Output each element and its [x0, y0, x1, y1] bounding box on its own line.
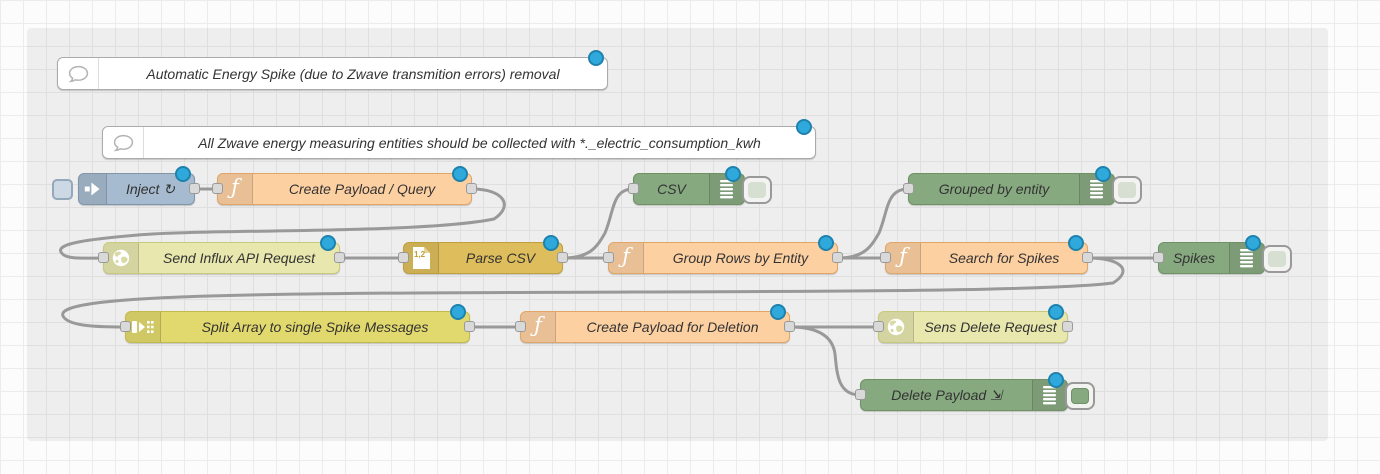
node-send-influx-api-request[interactable]: Send Influx API Request: [98, 235, 345, 274]
node-sens-delete-request[interactable]: Sens Delete Request: [873, 304, 1073, 343]
node-label: Spikes: [1172, 250, 1216, 266]
node-group-rows-by-entity[interactable]: ƒ Group Rows by Entity: [603, 235, 843, 274]
flow-group-region[interactable]: [27, 28, 1328, 441]
node-search-for-spikes[interactable]: ƒ Search for Spikes: [880, 235, 1093, 274]
output-port[interactable]: [557, 252, 568, 263]
modified-indicator: [1245, 235, 1261, 251]
input-port[interactable]: [628, 183, 639, 194]
comment-node-zwave-entities[interactable]: All Zwave energy measuring entities shou…: [102, 119, 816, 159]
node-split-array[interactable]: Split Array to single Spike Messages: [120, 304, 475, 343]
modified-indicator: [543, 235, 559, 251]
output-port[interactable]: [464, 321, 475, 332]
modified-indicator: [1095, 166, 1111, 182]
comment-node-energy-spike-removal[interactable]: Automatic Energy Spike (due to Zwave tra…: [57, 50, 608, 90]
input-port[interactable]: [398, 252, 409, 263]
node-label: Create Payload for Deletion: [586, 319, 759, 335]
modified-indicator: [1068, 235, 1084, 251]
inject-arrow-icon: [79, 174, 107, 204]
wire-group-rows-to-grouped-debug[interactable]: [836, 187, 910, 260]
function-f-icon: ƒ: [218, 174, 253, 204]
output-port[interactable]: [832, 252, 843, 263]
node-label: Delete Payload ⇲: [891, 386, 1002, 403]
input-port[interactable]: [603, 252, 614, 263]
wire-create-payload-query-to-send-influx[interactable]: [59, 187, 506, 260]
modified-indicator: [320, 235, 336, 251]
speech-bubble-icon: [58, 58, 99, 89]
debug-toggle-button[interactable]: [1112, 176, 1142, 204]
node-label: CSV: [657, 181, 686, 197]
modified-indicator: [770, 304, 786, 320]
modified-indicator: [452, 166, 468, 182]
input-port[interactable]: [873, 321, 884, 332]
node-label: Sens Delete Request: [924, 319, 1057, 335]
output-port[interactable]: [334, 252, 345, 263]
output-port[interactable]: [1062, 321, 1073, 332]
node-label: Create Payload / Query: [288, 181, 436, 197]
node-label: Parse CSV: [465, 250, 536, 266]
debug-toggle-button[interactable]: [1065, 382, 1095, 410]
csv-file-icon: 1,2: [404, 243, 439, 273]
comment-label: Automatic Energy Spike (due to Zwave tra…: [146, 65, 560, 82]
globe-icon: [104, 243, 139, 273]
input-port[interactable]: [903, 183, 914, 194]
wire-create-payload-deletion-to-delete-payload[interactable]: [788, 325, 862, 397]
modified-indicator: [588, 50, 604, 66]
input-port[interactable]: [855, 389, 866, 400]
node-create-payload-query[interactable]: ƒ Create Payload / Query: [212, 166, 477, 205]
modified-indicator: [450, 304, 466, 320]
svg-text:1,2: 1,2: [414, 250, 426, 259]
node-label: Grouped by entity: [938, 181, 1050, 197]
modified-indicator: [796, 119, 812, 135]
output-port[interactable]: [784, 321, 795, 332]
wire-parse-csv-to-csv-debug[interactable]: [561, 187, 635, 260]
speech-bubble-icon: [103, 127, 144, 158]
input-port[interactable]: [120, 321, 131, 332]
inject-trigger-button[interactable]: [52, 179, 73, 200]
wire-search-spikes-to-split-array[interactable]: [61, 256, 1125, 329]
function-f-icon: ƒ: [609, 243, 644, 273]
function-f-icon: ƒ: [521, 312, 556, 342]
output-port[interactable]: [189, 183, 200, 194]
modified-indicator: [175, 166, 191, 182]
node-label: Group Rows by Entity: [672, 250, 809, 266]
input-port[interactable]: [515, 321, 526, 332]
node-parse-csv[interactable]: 1,2 Parse CSV: [398, 235, 568, 274]
node-csv-debug[interactable]: CSV: [628, 166, 772, 205]
node-label: Search for Spikes: [948, 250, 1060, 266]
comment-label: All Zwave energy measuring entities shou…: [198, 134, 761, 151]
output-port[interactable]: [466, 183, 477, 194]
node-label: Split Array to single Spike Messages: [201, 319, 429, 335]
node-delete-payload-debug[interactable]: Delete Payload ⇲: [855, 372, 1095, 411]
node-spikes-debug[interactable]: Spikes: [1153, 235, 1292, 274]
debug-toggle-button[interactable]: [1262, 245, 1292, 273]
split-icon: [126, 312, 161, 342]
debug-toggle-button[interactable]: [742, 176, 772, 204]
node-inject[interactable]: Inject ↻: [78, 166, 200, 205]
modified-indicator: [818, 235, 834, 251]
node-grouped-by-entity-debug[interactable]: Grouped by entity: [903, 166, 1142, 205]
node-label: Send Influx API Request: [162, 250, 316, 266]
globe-icon: [879, 312, 914, 342]
output-port[interactable]: [1082, 252, 1093, 263]
input-port[interactable]: [1153, 252, 1164, 263]
input-port[interactable]: [880, 252, 891, 263]
modified-indicator: [1048, 304, 1064, 320]
modified-indicator: [1048, 372, 1064, 388]
function-f-icon: ƒ: [886, 243, 921, 273]
input-port[interactable]: [212, 183, 223, 194]
modified-indicator: [725, 166, 741, 182]
node-label: Inject ↻: [125, 180, 176, 197]
input-port[interactable]: [98, 252, 109, 263]
node-create-payload-for-deletion[interactable]: ƒ Create Payload for Deletion: [515, 304, 795, 343]
